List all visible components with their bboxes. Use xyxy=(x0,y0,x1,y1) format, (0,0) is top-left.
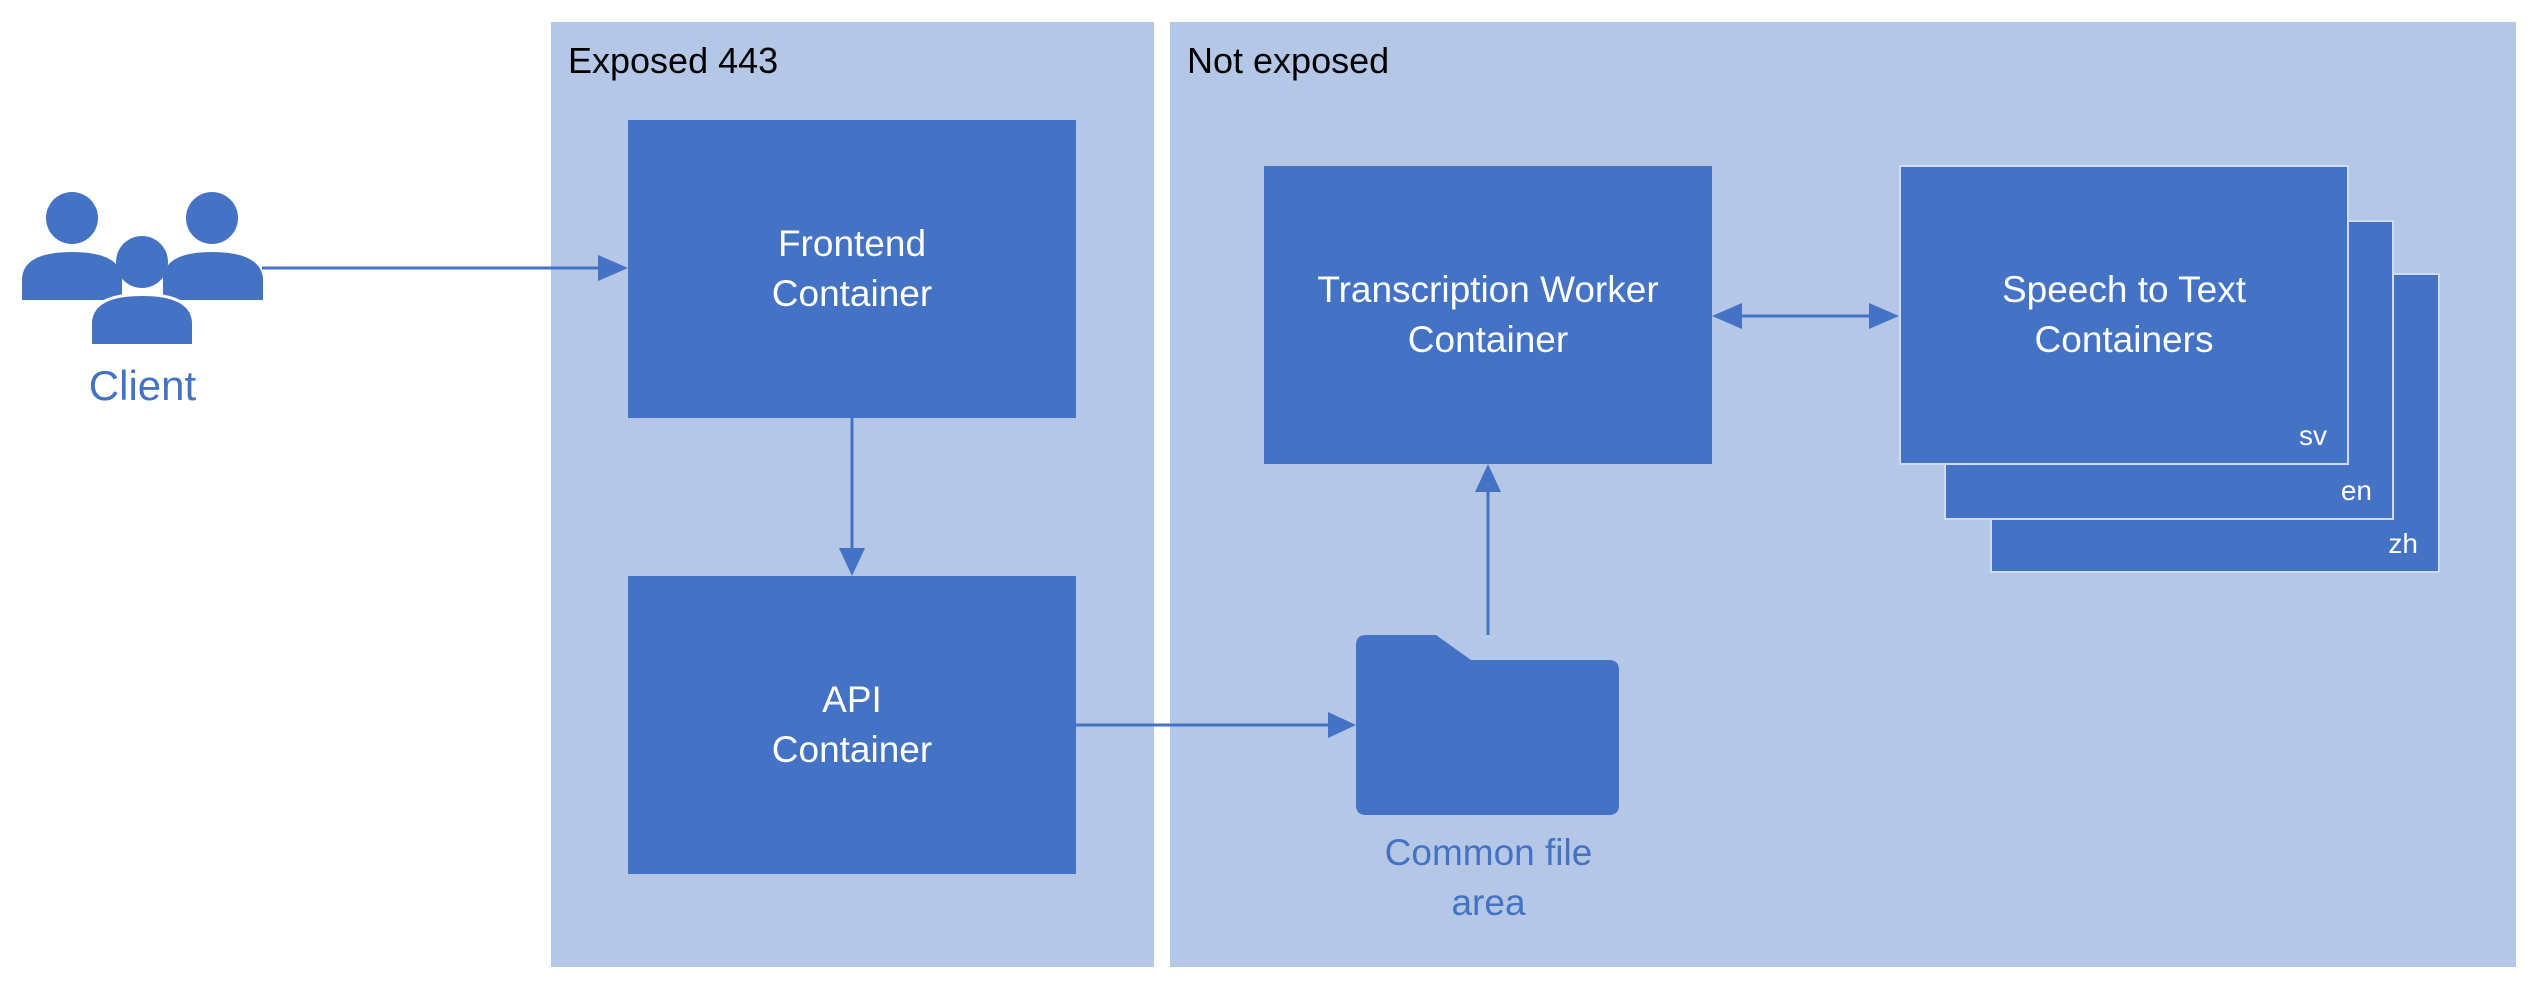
storage-label-line1: Common file xyxy=(1384,832,1593,873)
api-label-line2: Container xyxy=(771,729,933,770)
arrowhead xyxy=(839,548,865,576)
client-node: Client xyxy=(20,190,265,420)
zone-title-internal: Not exposed xyxy=(1187,40,1390,81)
language-label-zh: zh xyxy=(2388,528,2418,559)
users-icon xyxy=(22,192,263,347)
stt-container-sv: Speech to Text Containers sv xyxy=(1899,165,2349,465)
transcription-worker-container: Transcription Worker Container xyxy=(1264,166,1712,464)
worker-label-line2: Container xyxy=(1407,319,1569,360)
worker-label-line1: Transcription Worker xyxy=(1317,269,1659,310)
folder-icon xyxy=(1356,635,1619,815)
client-label: Client xyxy=(88,362,197,409)
frontend-label-line1: Frontend xyxy=(777,223,927,264)
zone-title-exposed: Exposed 443 xyxy=(568,40,779,81)
arrowhead xyxy=(598,255,628,281)
arrowhead xyxy=(1869,303,1899,329)
stt-label-line2: Containers xyxy=(2034,319,2214,360)
stt-label-line1: Speech to Text xyxy=(2001,269,2247,310)
language-label-sv: sv xyxy=(2299,420,2327,451)
frontend-container: Frontend Container xyxy=(628,120,1076,418)
arrowhead xyxy=(1475,464,1501,492)
frontend-label-line2: Container xyxy=(771,273,933,314)
common-file-area-label: Common file area xyxy=(1340,828,1637,928)
storage-label-line2: area xyxy=(1451,882,1526,923)
arrowhead xyxy=(1328,712,1356,738)
language-label-en: en xyxy=(2340,475,2372,506)
arrowhead xyxy=(1712,303,1742,329)
api-container: API Container xyxy=(628,576,1076,874)
api-label-line1: API xyxy=(822,679,882,720)
